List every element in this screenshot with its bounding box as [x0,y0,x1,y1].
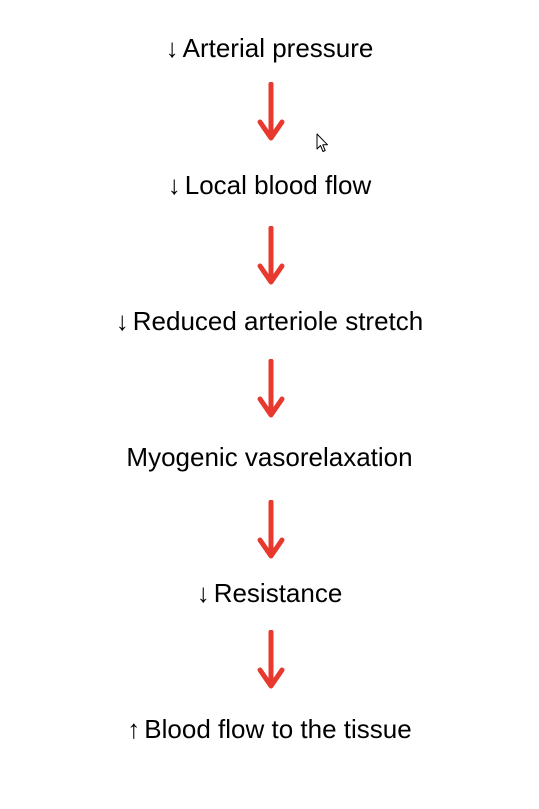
step-myogenic-vasorelaxation: Myogenic vasorelaxation [0,441,539,473]
flow-arrow-icon [257,630,285,689]
flow-arrow-icon [257,226,285,285]
down-arrow-symbol: ↓ [167,170,181,200]
flow-arrow-icon [257,500,285,559]
step-label: Resistance [213,578,343,608]
down-arrow-symbol: ↓ [115,306,129,336]
step-blood-flow-to-tissue: ↑Blood flow to the tissue [0,713,539,745]
step-resistance: ↓Resistance [0,577,539,609]
flow-arrow-icon [257,82,285,141]
step-label: Myogenic vasorelaxation [126,442,413,472]
step-arterial-pressure: ↓Arterial pressure [0,32,539,64]
flow-arrow-icon [257,359,285,418]
step-reduced-arteriole-stretch: ↓Reduced arteriole stretch [0,305,539,337]
down-arrow-symbol: ↓ [165,33,179,63]
step-local-blood-flow: ↓Local blood flow [0,169,539,201]
step-label: Blood flow to the tissue [144,714,412,744]
step-label: Local blood flow [184,170,372,200]
up-arrow-symbol: ↑ [127,714,141,744]
step-label: Reduced arteriole stretch [132,306,424,336]
mouse-pointer-icon [316,133,328,152]
down-arrow-symbol: ↓ [196,578,210,608]
step-label: Arterial pressure [182,33,374,63]
